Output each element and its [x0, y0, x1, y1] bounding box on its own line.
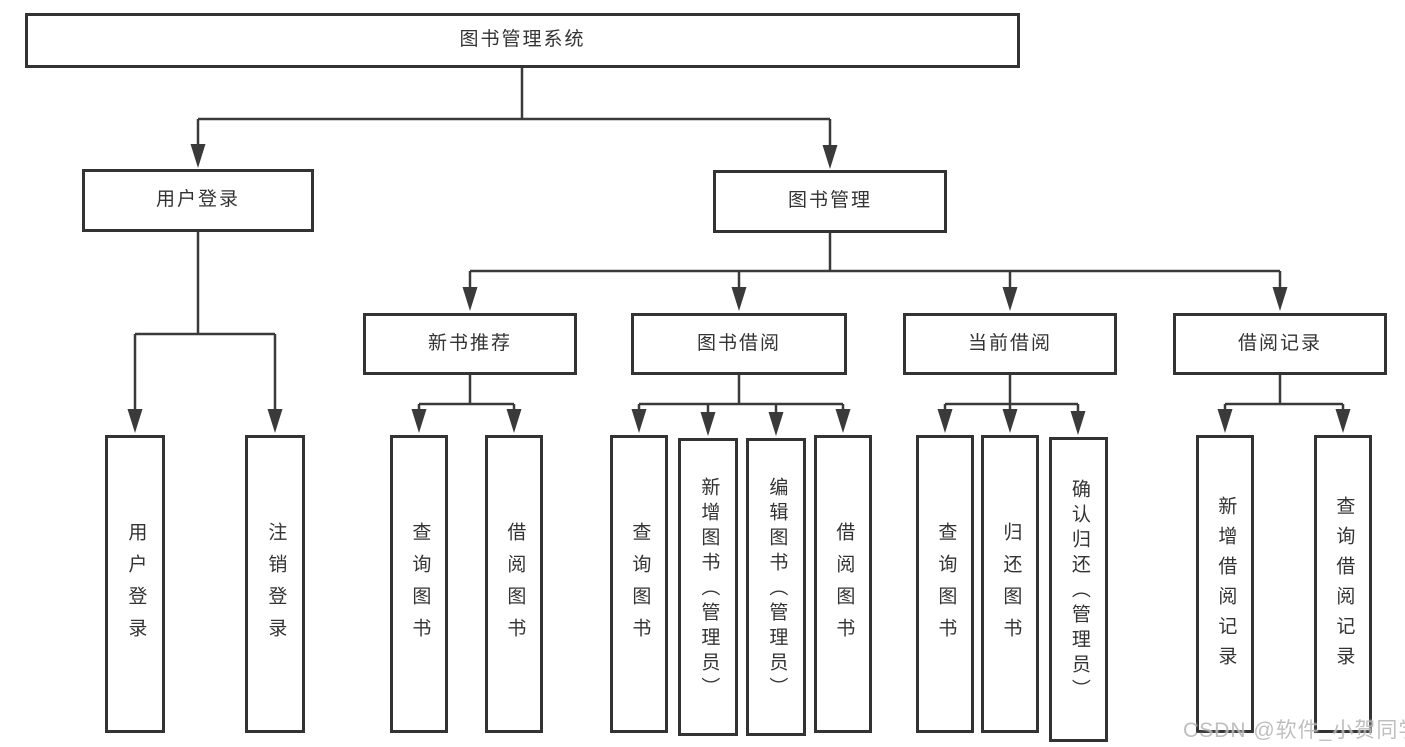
leaf-query-books-2: 查询图书 — [610, 435, 668, 733]
node-library-system: 图书管理系统 — [25, 13, 1020, 68]
leaf-logout: 注销登录 — [245, 435, 305, 733]
leaf-add-books-admin: 新增图书（管理员） — [678, 438, 738, 736]
node-user-login: 用户登录 — [82, 169, 314, 232]
watermark-text: CSDN @软件_小贺同学 — [1183, 719, 1405, 742]
node-borrow-records: 借阅记录 — [1173, 313, 1387, 375]
leaf-borrow-books-2: 借阅图书 — [814, 435, 872, 733]
leaf-return-books: 归还图书 — [981, 435, 1039, 733]
node-book-borrow: 图书借阅 — [631, 313, 847, 375]
arrowheads — [127, 144, 1351, 436]
leaf-query-borrow-record: 查询借阅记录 — [1314, 435, 1372, 733]
leaf-edit-books-admin: 编辑图书（管理员） — [746, 438, 806, 736]
leaf-user-login: 用户登录 — [105, 435, 165, 733]
leaf-query-books-3: 查询图书 — [916, 435, 974, 733]
node-book-management: 图书管理 — [713, 170, 947, 233]
node-current-borrow: 当前借阅 — [903, 313, 1117, 375]
leaf-confirm-return-admin: 确认归还（管理员） — [1049, 437, 1108, 742]
node-new-book-recommend: 新书推荐 — [363, 313, 577, 375]
leaf-borrow-books-1: 借阅图书 — [485, 435, 543, 733]
leaf-add-borrow-record: 新增借阅记录 — [1196, 435, 1254, 733]
leaf-query-books-1: 查询图书 — [390, 435, 448, 733]
